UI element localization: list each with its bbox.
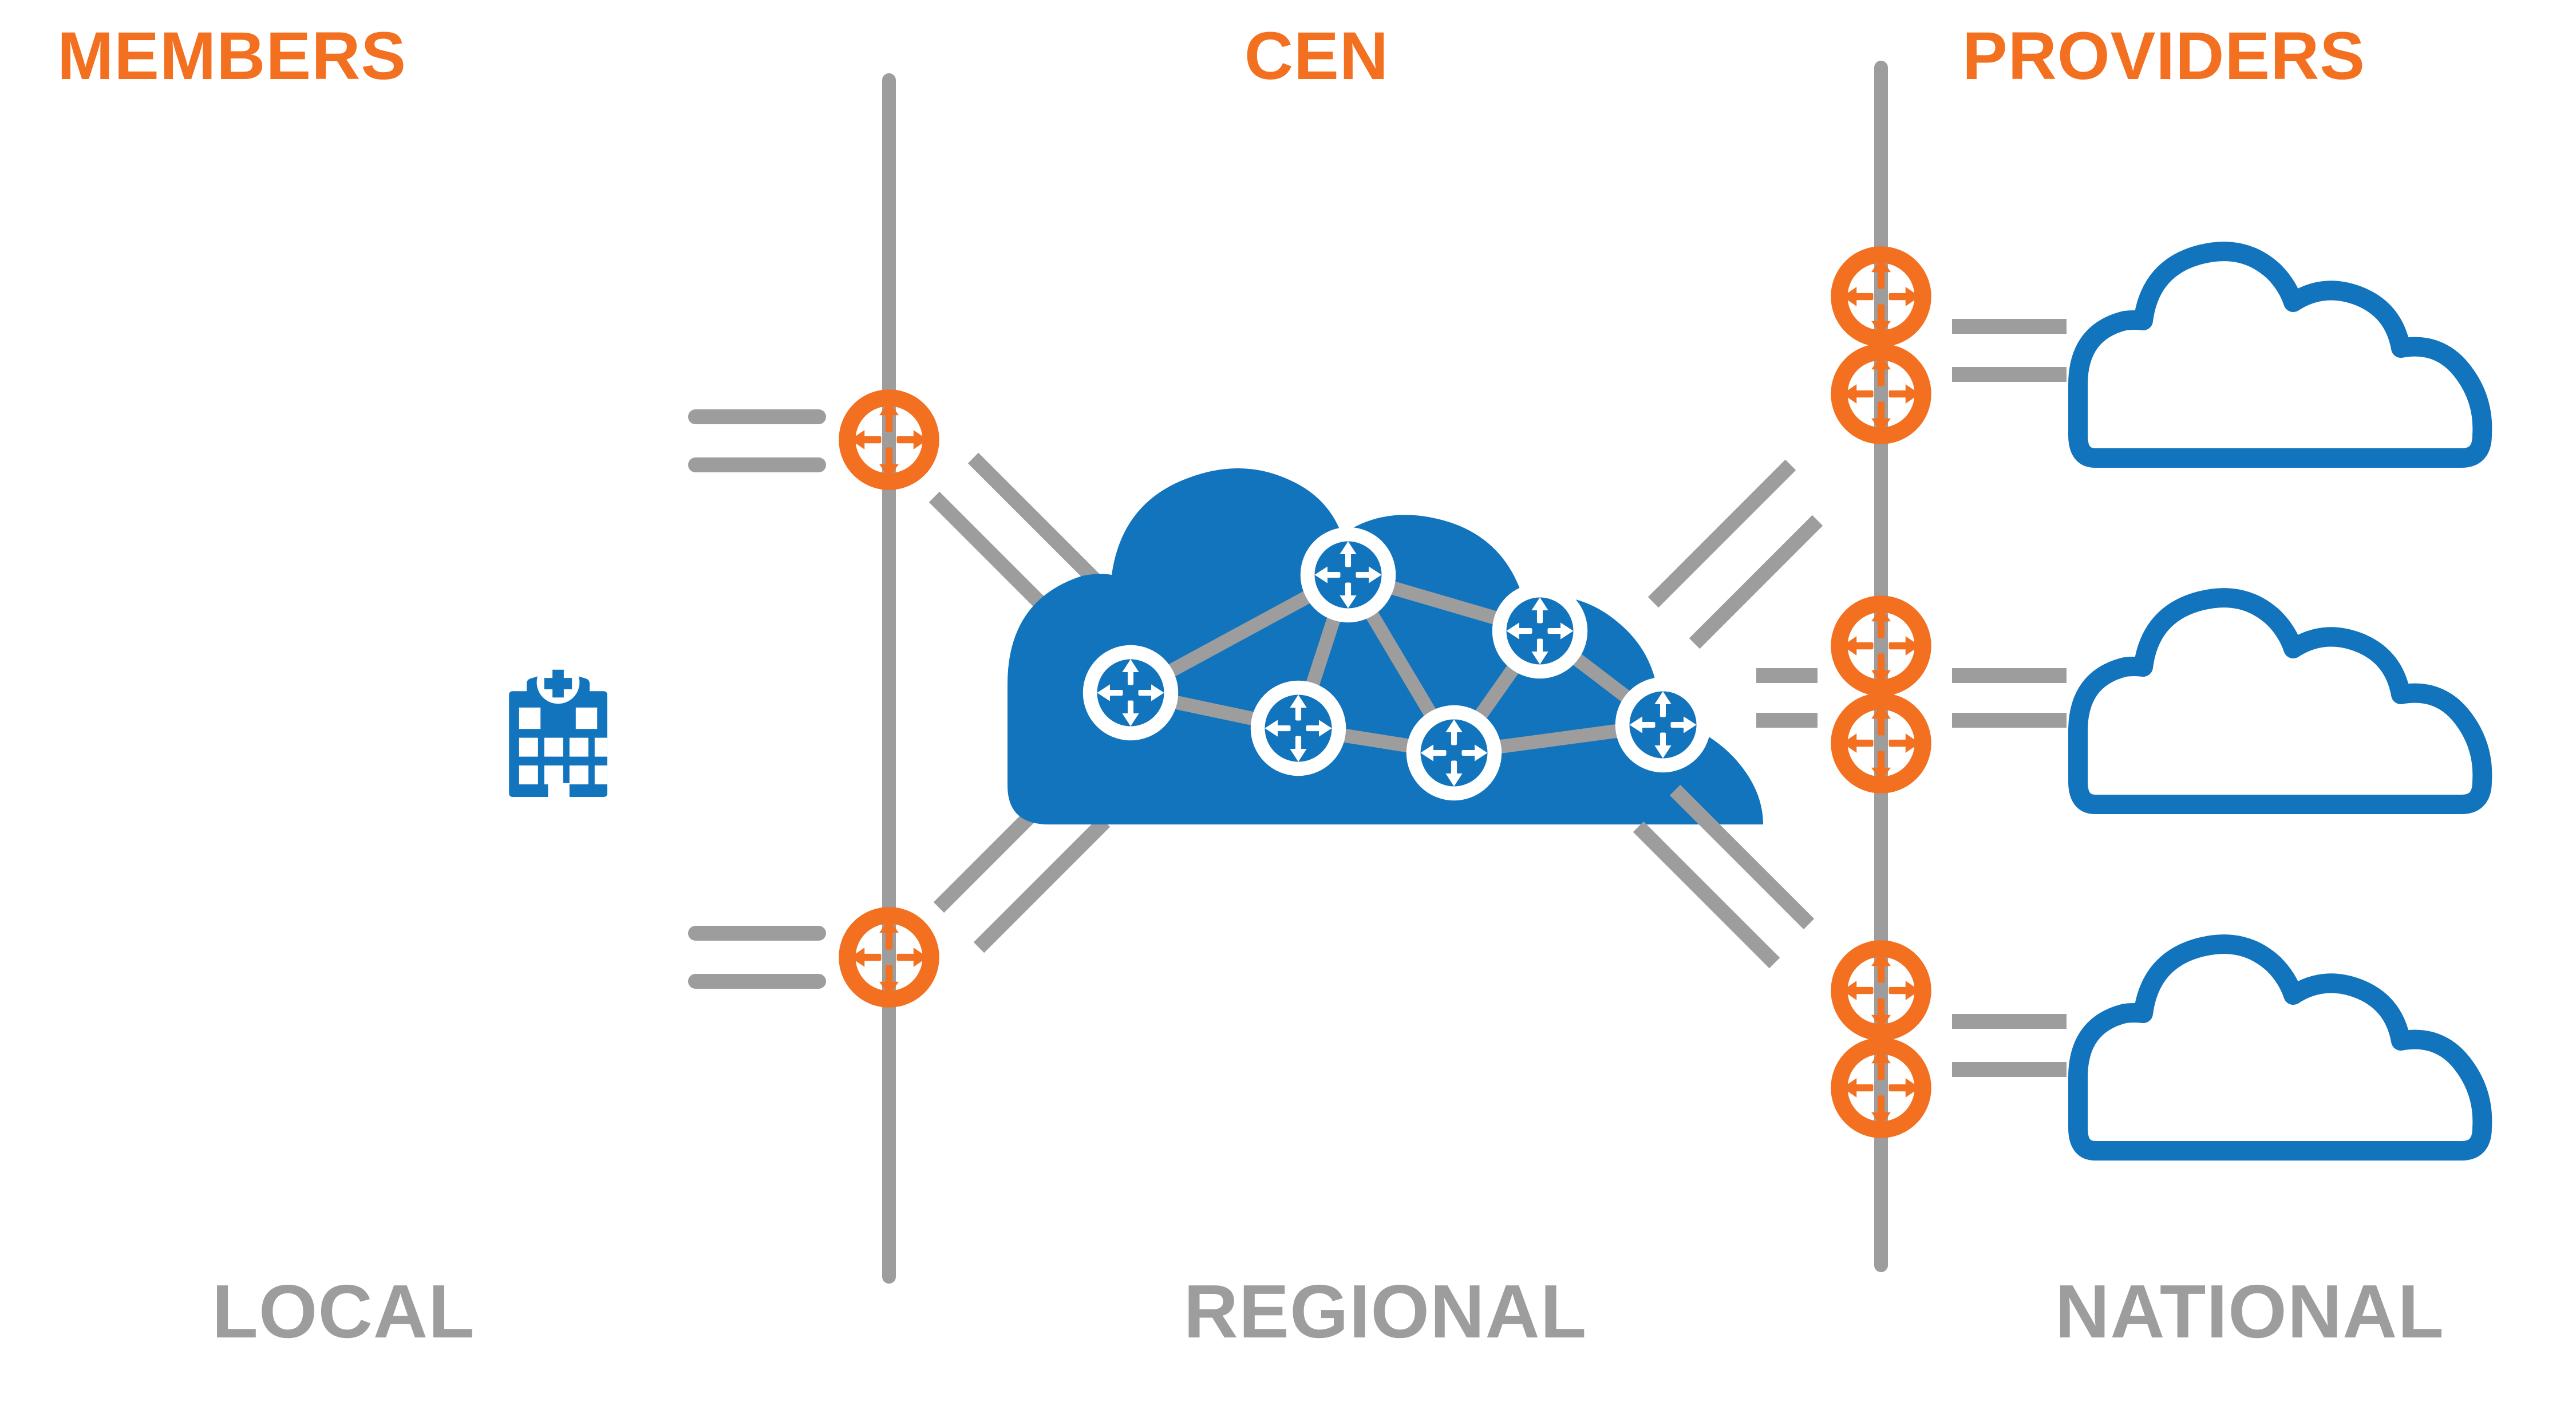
- member-access-links: [688, 409, 826, 989]
- cen-to-provider-bot-b: [1633, 821, 1780, 969]
- provider-cloud-top: [2068, 242, 2492, 468]
- regional-label-wrap: REGIONAL: [1099, 1268, 1672, 1355]
- cen-to-provider-top-b: [1689, 515, 1823, 649]
- cen-to-provider-top-a: [1647, 459, 1796, 608]
- members-label-wrap: MEMBERS: [57, 17, 406, 95]
- tier-label-regional: REGIONAL: [1183, 1269, 1587, 1353]
- provider-pair-middle: [1839, 604, 1923, 785]
- cen-router-2: [1492, 583, 1588, 679]
- provider-cloud-bottom: [2068, 934, 2492, 1161]
- national-label-wrap: NATIONAL: [1986, 1268, 2513, 1355]
- providers-label-wrap: PROVIDERS: [1935, 17, 2393, 95]
- cen-router-1: [1300, 527, 1396, 623]
- cen-router-5: [1406, 705, 1502, 801]
- provider-pair-top: [1839, 255, 1923, 436]
- tier-label-national: NATIONAL: [2055, 1269, 2445, 1353]
- member-top-to-cen-a: [967, 452, 1113, 598]
- cen-label-wrap: CEN: [1202, 17, 1431, 95]
- cen-cloud: [1008, 468, 1763, 824]
- cen-to-provider-links: [1633, 459, 1823, 969]
- provider-to-cloud-links: [1952, 319, 2067, 1077]
- member-bottom-to-cen-b: [973, 816, 1111, 953]
- cen-to-provider-bot-a: [1669, 784, 1815, 930]
- hospital-icon: [509, 661, 607, 797]
- cen-router-3: [1082, 645, 1179, 741]
- provider-pair-bottom: [1839, 949, 1923, 1130]
- tier-label-local: LOCAL: [212, 1269, 475, 1353]
- provider-cloud-middle: [2068, 588, 2492, 814]
- local-label-wrap: LOCAL: [183, 1268, 504, 1355]
- column-label-cen: CEN: [1244, 18, 1389, 94]
- cen-router-4: [1250, 680, 1346, 776]
- column-label-members: MEMBERS: [57, 18, 407, 94]
- cen-router-6: [1615, 677, 1711, 773]
- provider-clouds: [2068, 242, 2492, 1161]
- column-label-providers: PROVIDERS: [1962, 18, 2366, 94]
